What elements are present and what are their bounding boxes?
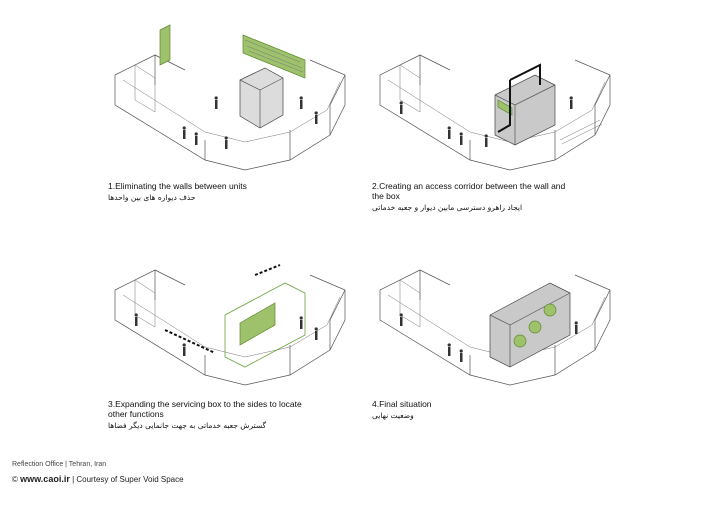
caption-1-title: 1.Eliminating the walls between units bbox=[108, 181, 247, 191]
footer-separator: | bbox=[72, 475, 75, 484]
people-figures bbox=[182, 96, 318, 149]
caption-2: 2.Creating an access corridor between th… bbox=[372, 181, 577, 213]
caption-1: 1.Eliminating the walls between units حذ… bbox=[108, 181, 308, 203]
courtesy-text: Courtesy of Super Void Space bbox=[76, 475, 184, 484]
caption-4: 4.Final situation وضعیت نهایی bbox=[372, 399, 572, 421]
caption-3: 3.Expanding the servicing box to the sid… bbox=[108, 399, 318, 431]
people-figures bbox=[134, 313, 318, 356]
caption-3-title: 3.Expanding the servicing box to the sid… bbox=[108, 399, 302, 419]
people-figures bbox=[399, 96, 573, 147]
diagram-panel-3 bbox=[95, 235, 355, 395]
expanded-box-outline bbox=[224, 282, 306, 368]
removed-wall-marker-1 bbox=[159, 24, 171, 66]
copyright-line: © www.caoi.ir | Courtesy of Super Void S… bbox=[12, 474, 184, 484]
function-marker-1 bbox=[543, 303, 557, 317]
function-marker-3 bbox=[513, 334, 527, 348]
caption-4-subtitle-fa: وضعیت نهایی bbox=[372, 411, 414, 420]
axonometric-drawing-3 bbox=[114, 264, 346, 386]
people-figures bbox=[399, 313, 578, 362]
copyright-icon: © bbox=[12, 475, 18, 484]
diagram-panel-1 bbox=[95, 20, 355, 180]
diagram-panel-4 bbox=[360, 235, 620, 395]
expansion-arrow-right bbox=[254, 264, 281, 276]
axonometric-drawing-4 bbox=[379, 269, 611, 386]
axonometric-drawing-1 bbox=[114, 24, 346, 171]
project-credit: Reflection Office | Tehran, Iran bbox=[12, 461, 107, 468]
diagram-panel-2 bbox=[360, 20, 620, 180]
caption-1-subtitle-fa: حذف دیواره های بین واحدها bbox=[108, 193, 196, 202]
corridor-arrow bbox=[509, 63, 541, 85]
caption-4-title: 4.Final situation bbox=[372, 399, 432, 409]
caption-2-title: 2.Creating an access corridor between th… bbox=[372, 181, 566, 201]
site-link[interactable]: www.caoi.ir bbox=[20, 474, 70, 484]
caption-2-subtitle-fa: ایجاد راهرو دسترسی مابین دیوار و جعبه خد… bbox=[372, 203, 523, 212]
expansion-arrow-left bbox=[164, 329, 216, 354]
removed-wall-marker-2 bbox=[242, 34, 306, 79]
function-marker-2 bbox=[528, 320, 542, 334]
caption-3-subtitle-fa: گسترش جعبه خدماتی به جهت جانمایی دیگر فض… bbox=[108, 421, 267, 430]
axonometric-drawing-2 bbox=[379, 54, 611, 171]
